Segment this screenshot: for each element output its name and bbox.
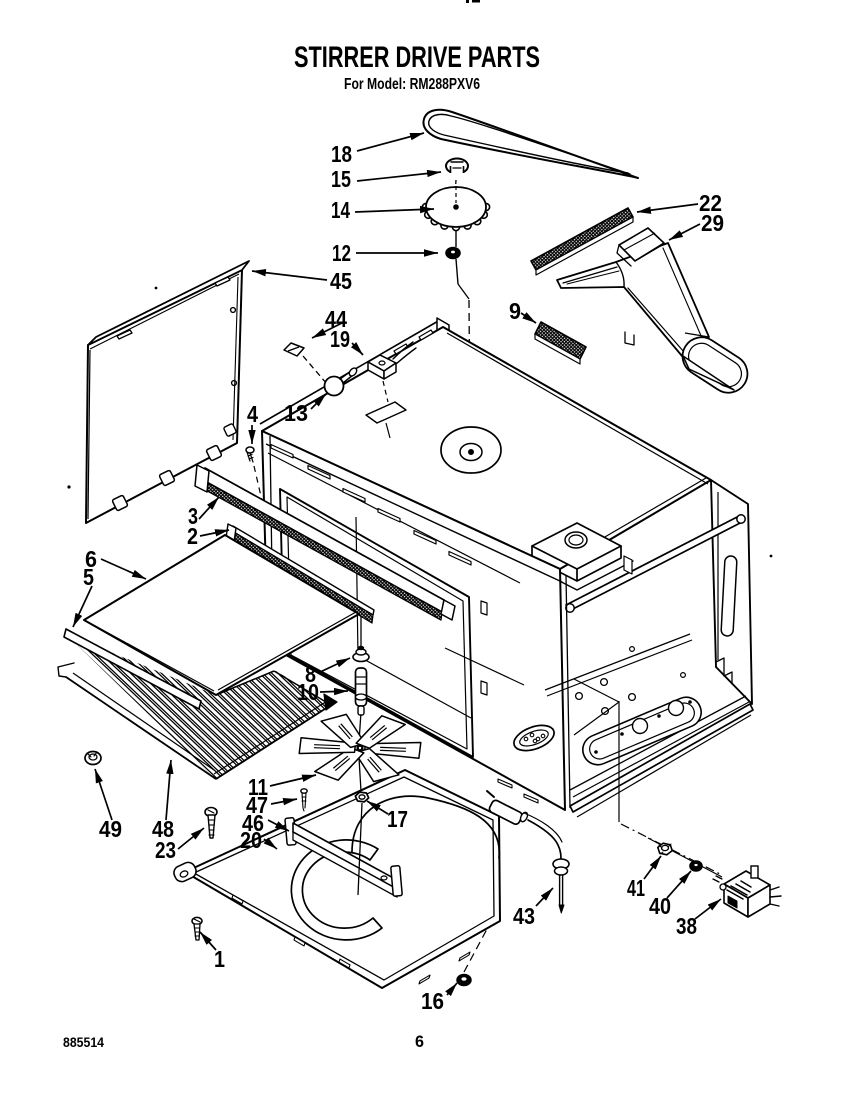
svg-text:6: 6: [415, 1032, 424, 1051]
svg-text:STIRRER DRIVE PARTS: STIRRER DRIVE PARTS: [294, 41, 540, 74]
svg-text:12: 12: [332, 240, 351, 266]
svg-text:13: 13: [284, 400, 308, 426]
svg-text:19: 19: [330, 326, 350, 352]
svg-text:44: 44: [325, 306, 347, 332]
svg-text:4: 4: [247, 401, 258, 427]
svg-text:15: 15: [331, 166, 351, 192]
svg-text:43: 43: [513, 903, 535, 929]
svg-text:16: 16: [421, 988, 444, 1014]
svg-text:10: 10: [297, 679, 319, 705]
svg-text:45: 45: [330, 268, 352, 294]
svg-text:40: 40: [649, 893, 671, 919]
svg-text:1: 1: [214, 946, 225, 972]
svg-text:6: 6: [85, 546, 97, 572]
svg-text:2: 2: [187, 523, 198, 549]
svg-text:5: 5: [83, 564, 94, 590]
svg-text:3: 3: [188, 503, 198, 529]
svg-text:29: 29: [701, 210, 724, 236]
svg-text:9: 9: [509, 298, 521, 324]
svg-text:47: 47: [246, 792, 268, 818]
svg-text:20: 20: [240, 827, 262, 853]
svg-text:17: 17: [387, 806, 408, 832]
svg-text:For Model: RM288PXV6: For Model: RM288PXV6: [344, 76, 480, 93]
svg-text:41: 41: [627, 875, 645, 901]
svg-text:38: 38: [676, 913, 697, 939]
svg-text:23: 23: [155, 837, 176, 863]
svg-text:46: 46: [242, 810, 264, 836]
svg-text:48: 48: [152, 816, 174, 842]
svg-text:11: 11: [248, 774, 268, 800]
svg-text:14: 14: [331, 197, 350, 223]
svg-text:22: 22: [699, 190, 722, 216]
svg-text:49: 49: [99, 816, 122, 842]
svg-text:18: 18: [331, 141, 352, 167]
svg-text:885514: 885514: [63, 1034, 104, 1050]
svg-text:8: 8: [305, 661, 316, 687]
